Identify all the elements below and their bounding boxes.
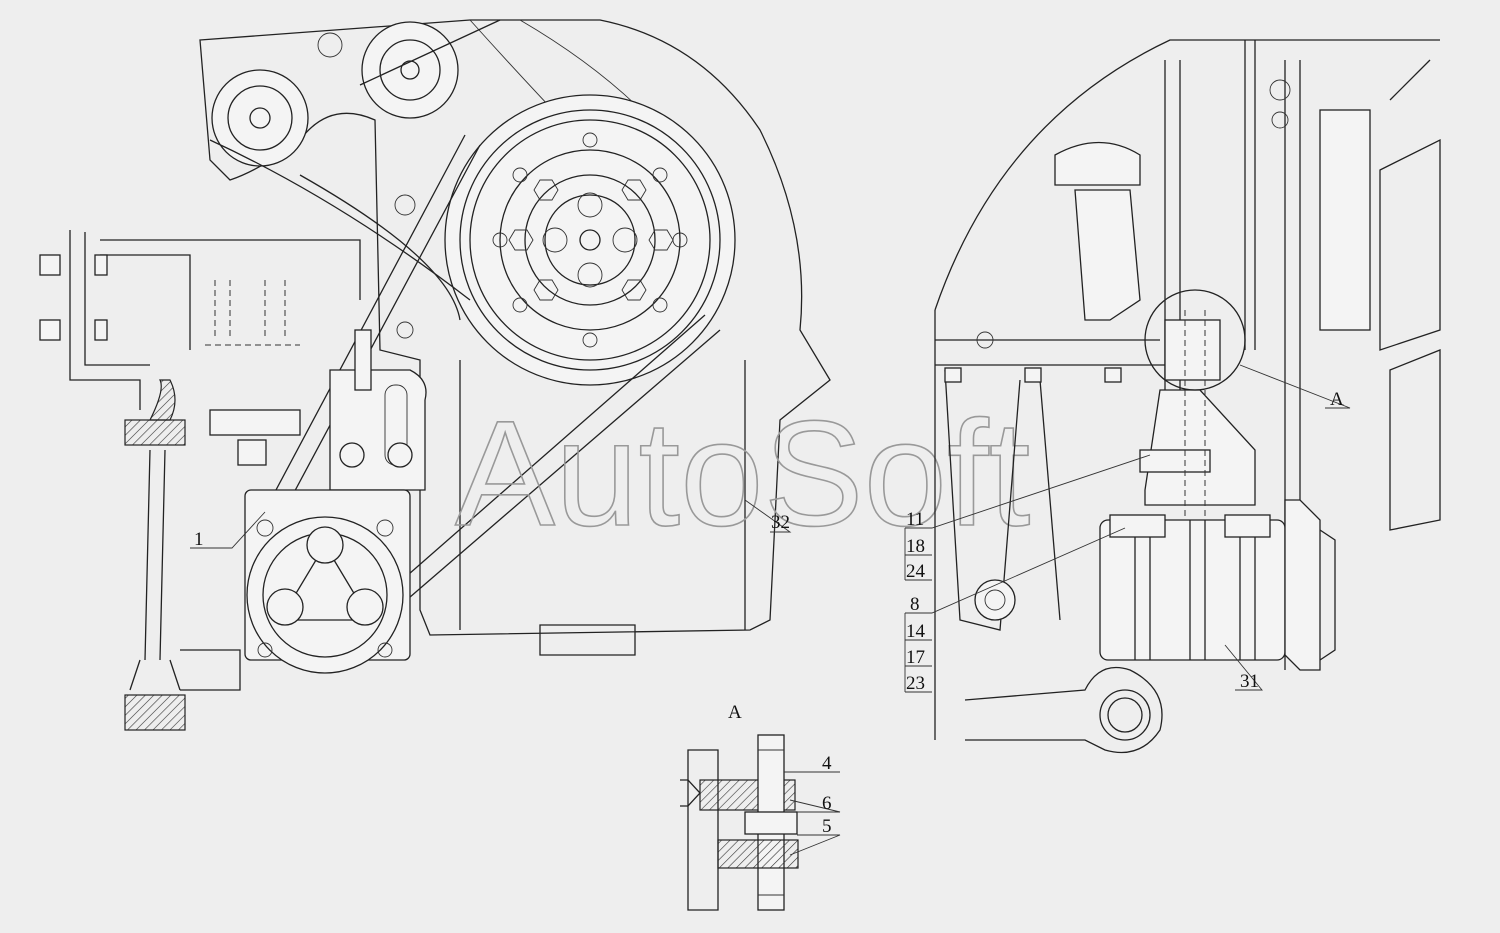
compressor-support — [1144, 389, 1256, 506]
detail-a-title: A — [728, 702, 742, 723]
idler-pulley — [211, 69, 309, 167]
callout-leaders — [190, 364, 1351, 856]
callout-5: 5 — [822, 816, 832, 837]
callout-23: 23 — [906, 673, 925, 694]
mounting-bracket — [69, 230, 141, 410]
fan-hub — [1319, 109, 1371, 331]
callout-A: A — [1330, 389, 1344, 410]
washer-section — [717, 839, 799, 869]
pulley-bolt-heads — [508, 179, 674, 301]
tie-rod-end — [964, 666, 1163, 754]
tensioner-pulley — [361, 21, 459, 119]
callout-6: 6 — [822, 793, 832, 814]
callout-24: 24 — [906, 561, 926, 582]
callout-31: 31 — [1240, 671, 1259, 692]
callout-labels: 1 32 11 18 24 8 14 17 23 31 A 4 6 5 — [194, 389, 1344, 837]
callout-32: 32 — [771, 512, 790, 533]
engine-side-view — [934, 39, 1441, 754]
callout-18: 18 — [906, 536, 925, 557]
compressor-pulley — [1284, 499, 1321, 671]
callout-17: 17 — [906, 647, 925, 668]
detail-a: A — [680, 702, 799, 911]
engine-front-view — [39, 19, 831, 731]
callout-4: 4 — [822, 753, 832, 774]
callout-8: 8 — [910, 594, 920, 615]
oil-filler — [1074, 189, 1141, 321]
drive-belt — [259, 134, 466, 521]
callout-14: 14 — [906, 621, 926, 642]
watermark: AutoSoft — [455, 389, 1030, 557]
detail-a-circle — [1144, 289, 1246, 391]
compressor-bracket — [329, 369, 427, 491]
nut — [744, 811, 798, 835]
callout-11: 11 — [906, 509, 924, 530]
callout-1: 1 — [194, 529, 204, 550]
compressor-body — [1099, 519, 1286, 661]
rubber-mount-bottom — [124, 694, 186, 731]
rubber-mount-top — [124, 419, 186, 446]
crankshaft-pulley — [444, 94, 736, 386]
